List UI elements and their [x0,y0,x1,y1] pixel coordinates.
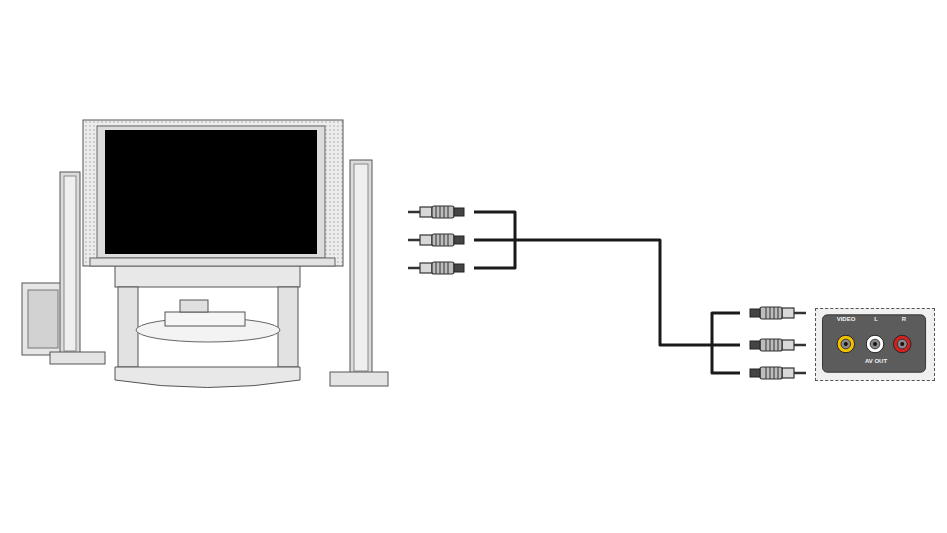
jack-label: R [902,316,906,323]
av-out-panel: VIDEO L R AV OUT [815,308,935,381]
jack-label: VIDEO [837,316,856,323]
jack-label: L [874,316,878,323]
panel-label: AV OUT [865,358,887,365]
